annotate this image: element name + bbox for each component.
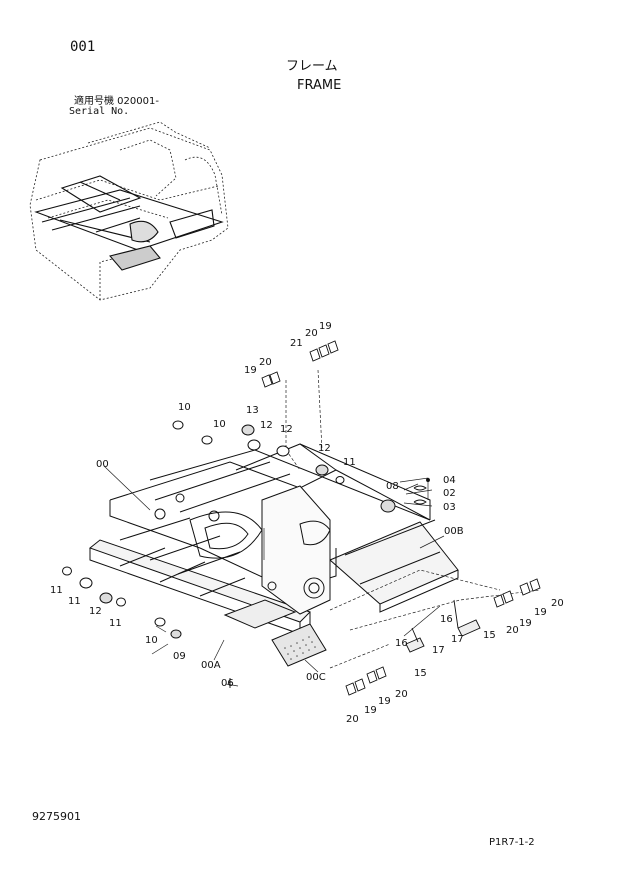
cap-11d [116, 597, 126, 607]
grommet-10c [154, 617, 166, 627]
grommet-10b [201, 435, 213, 445]
callout: 20 [305, 328, 318, 339]
seal-12a [247, 439, 261, 451]
seal-12d [99, 592, 113, 604]
callout: 19 [319, 321, 332, 332]
callout: 10 [178, 402, 191, 413]
callout: 19 [378, 696, 391, 707]
callout: 17 [432, 645, 445, 656]
callout: 16 [440, 614, 453, 625]
callout-side-deck-a: 00A [201, 660, 221, 671]
callout: 12 [318, 443, 331, 454]
page-number: 001 [70, 39, 96, 55]
pins-and-springs [228, 478, 481, 688]
page-code: P1R7-1-2 [489, 837, 535, 848]
callout: 20 [506, 625, 519, 636]
seal-13 [241, 424, 255, 436]
seal-12b [276, 445, 290, 457]
callout-side-deck-b: 00B [444, 526, 464, 537]
seal-08 [380, 499, 396, 513]
callout-main-frame: 00 [96, 459, 109, 470]
serial-number-label: Serial No. [69, 106, 130, 117]
rubber-pads [261, 340, 541, 696]
callout: 02 [443, 488, 456, 499]
callout: 19 [364, 705, 377, 716]
callout: 06 [221, 678, 234, 689]
callout: 08 [386, 481, 399, 492]
main-frame-body [88, 443, 459, 667]
callout: 11 [50, 585, 63, 596]
seal-12c [315, 464, 329, 476]
callout: 15 [414, 668, 427, 679]
grommet-10a [172, 420, 184, 430]
machine-location-thumbnail [29, 121, 229, 301]
callout: 12 [280, 424, 293, 435]
callout: 10 [145, 635, 158, 646]
callout: 19 [244, 365, 257, 376]
callout: 19 [534, 607, 547, 618]
callout: 20 [259, 357, 272, 368]
callout: 20 [551, 598, 564, 609]
callout: 10 [213, 419, 226, 430]
grommet-09 [170, 629, 182, 639]
callout: 11 [109, 618, 122, 629]
title-japanese: フレーム [286, 59, 338, 74]
callout: 03 [443, 502, 456, 513]
callout: 19 [519, 618, 532, 629]
callout: 12 [260, 420, 273, 431]
step-tread-pattern [284, 636, 316, 660]
seals-and-grommets [62, 420, 396, 639]
callout: 16 [395, 638, 408, 649]
callout: 12 [89, 606, 102, 617]
callout-labels: 00 00A 00B 00C 21 20 19 19 20 10 13 10 1… [50, 321, 564, 725]
callout: 13 [246, 405, 259, 416]
page-title: FRAME [297, 78, 342, 93]
callout-step-c: 00C [306, 672, 326, 683]
cap-11b [62, 566, 72, 576]
callout: 15 [483, 630, 496, 641]
callout: 11 [343, 457, 356, 468]
callout: 20 [346, 714, 359, 725]
seal-11c [79, 577, 93, 589]
cap-11a [335, 476, 345, 484]
callout: 20 [395, 689, 408, 700]
callout: 17 [451, 634, 464, 645]
serial-range-label: 適用号機 020001- [74, 96, 159, 107]
callout: 11 [68, 596, 81, 607]
document-code: 9275901 [32, 810, 81, 823]
callout: 04 [443, 475, 456, 486]
callout: 09 [173, 651, 186, 662]
callout: 21 [290, 338, 303, 349]
